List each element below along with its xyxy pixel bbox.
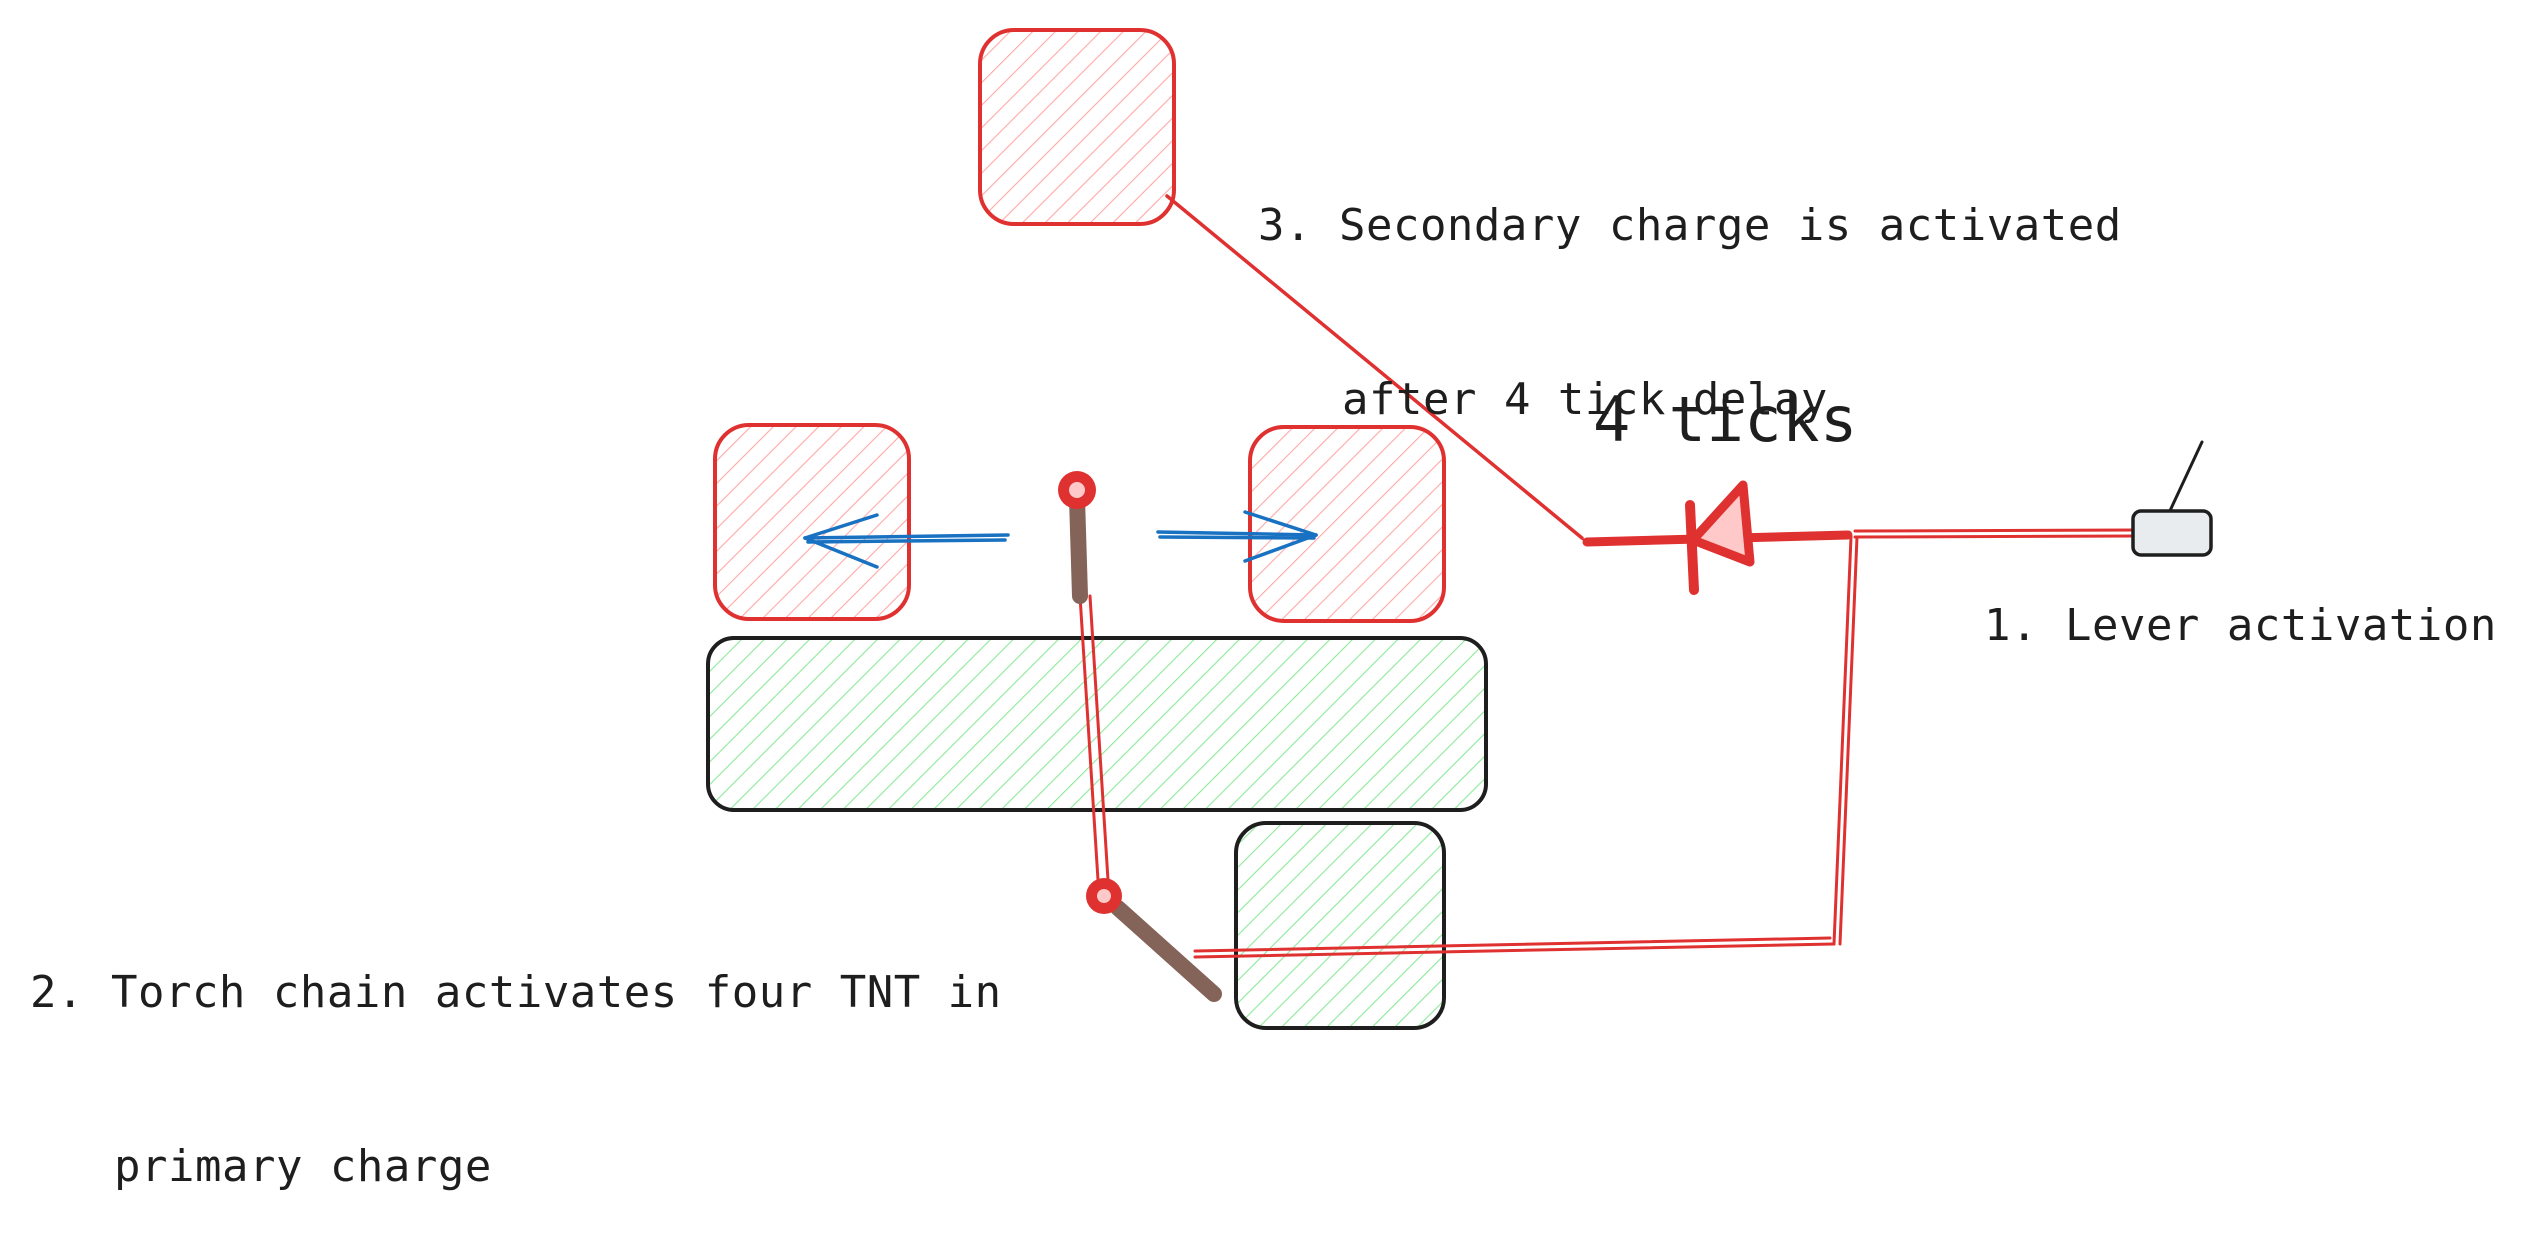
wire-torch-chain (1078, 594, 1110, 882)
torch-upper-icon (1058, 471, 1096, 604)
delay-label: 4 ticks (1593, 383, 1858, 456)
secondary-charge-tnt (978, 28, 1176, 226)
step3-line1: 3. Secondary charge is activated (1258, 200, 2122, 251)
step2-line2: primary charge (114, 1141, 492, 1192)
lever-icon (2131, 440, 2213, 557)
primary-tnt-right (1248, 425, 1446, 623)
arrow-left-icon (803, 513, 1010, 569)
diagram-canvas (706, 28, 2213, 1030)
arrow-right-icon (1156, 510, 1318, 563)
wire-main (1853, 528, 2138, 539)
wire-bottom (1193, 535, 1859, 959)
step3-line2: after 4 tick delay (1342, 374, 1828, 425)
step2-line1: 2. Torch chain activates four TNT in (30, 967, 1002, 1018)
torch-support-block (1234, 821, 1446, 1030)
step3-label: 3. Secondary charge is activated after 4… (1258, 81, 2122, 487)
wire-secondary (1165, 194, 1586, 542)
torch-lower-icon (1086, 878, 1222, 1002)
primary-tnt-left (713, 423, 911, 621)
repeater-diode-icon (1582, 480, 1853, 595)
step1-label: 1. Lever activation (1984, 600, 2497, 651)
step2-label: 2. Torch chain activates four TNT in pri… (30, 848, 1002, 1254)
